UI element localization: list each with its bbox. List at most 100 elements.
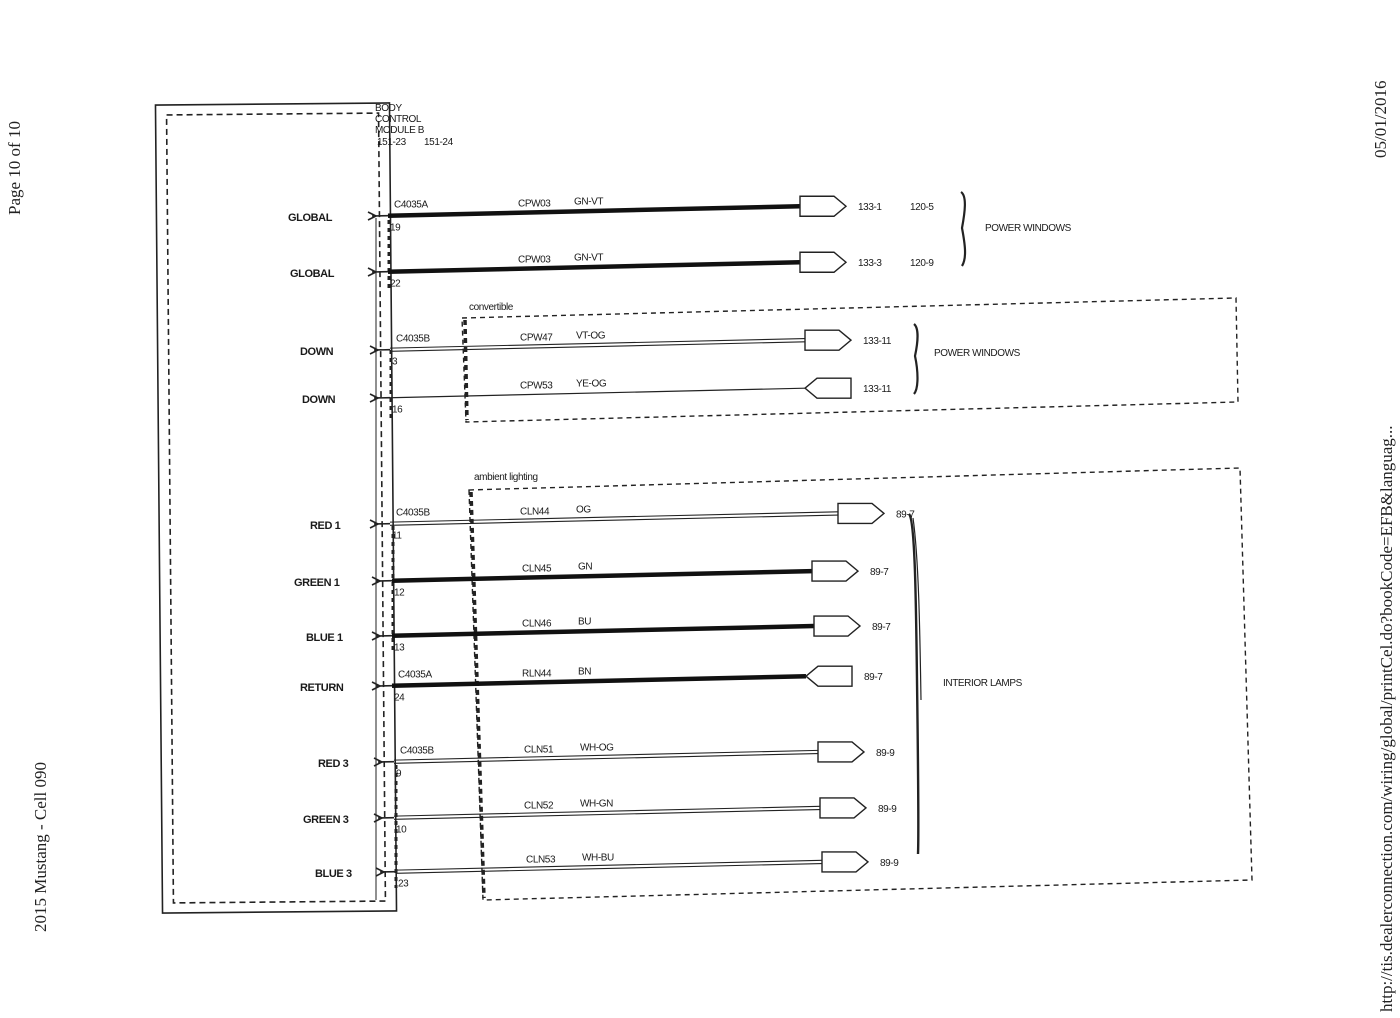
page-number: Page 10 of 10 xyxy=(5,121,24,215)
dest-ref: 89-9 xyxy=(878,804,897,815)
connector-arrow-out xyxy=(799,195,848,217)
document-title: 2015 Mustang - Cell 090 xyxy=(31,762,50,932)
wire-color: VT-OG xyxy=(576,330,606,341)
connector-arrow-out xyxy=(804,329,853,351)
circuit-id: CPW47 xyxy=(520,333,553,344)
pin-label: GREEN 1 xyxy=(294,577,340,589)
connector-arrow-in xyxy=(804,665,853,687)
connector-arrow-out xyxy=(811,560,860,582)
wire-line xyxy=(395,859,823,871)
pin-number: 22 xyxy=(390,279,401,290)
pin-number: 13 xyxy=(394,643,405,654)
pin-number: 10 xyxy=(396,825,407,836)
svg-text:POWER WINDOWS: POWER WINDOWS xyxy=(934,348,1021,359)
svg-text:convertible: convertible xyxy=(469,302,514,313)
interior-lamps-bracket: INTERIOR LAMPS xyxy=(907,513,1023,855)
circuit-id: CLN51 xyxy=(524,745,554,756)
dest-ref: 133-11 xyxy=(863,336,892,347)
pin-label: BLUE 3 xyxy=(315,868,352,880)
power-windows-bracket-1: POWER WINDOWS xyxy=(960,191,1072,267)
pin-label: DOWN xyxy=(300,346,334,358)
wire-line xyxy=(387,259,801,274)
connector-id: C4035B xyxy=(400,746,434,757)
wire-color: GN xyxy=(578,561,592,572)
connector-arrow-in xyxy=(803,377,852,399)
pin-label: RED 1 xyxy=(310,520,341,532)
svg-text:ambient lighting: ambient lighting xyxy=(474,472,538,483)
circuit-id: CLN53 xyxy=(526,855,556,866)
connector-id: C4035A xyxy=(394,200,428,211)
svg-text:BODY: BODY xyxy=(375,103,402,114)
pin-number: 23 xyxy=(398,879,409,890)
print-date: 05/01/2016 xyxy=(1371,81,1390,158)
wire-line xyxy=(389,338,806,349)
connector-arrow-out xyxy=(799,251,848,273)
dest-ref: 89-7 xyxy=(870,567,889,578)
wire-color: BU xyxy=(578,616,591,627)
wire-color: WH-GN xyxy=(580,798,613,809)
circuit-id: CLN46 xyxy=(522,619,552,630)
pin-label: GLOBAL xyxy=(290,268,335,280)
pin-label: GLOBAL xyxy=(288,212,333,224)
connector-id: C4035B xyxy=(396,334,430,345)
circuit-id: CLN45 xyxy=(522,564,552,575)
circuit-id: CPW53 xyxy=(520,381,553,392)
connector-arrow-out xyxy=(817,741,866,763)
svg-text:INTERIOR LAMPS: INTERIOR LAMPS xyxy=(943,678,1023,689)
svg-text:POWER WINDOWS: POWER WINDOWS xyxy=(985,223,1072,234)
wire-5: RED 1 C4035B 11 CLN44 OG 89-7 xyxy=(310,502,916,542)
dest-ref: 89-7 xyxy=(864,672,883,683)
pin-number: 12 xyxy=(394,588,405,599)
pin-number: 9 xyxy=(396,769,402,780)
wire-line xyxy=(389,511,839,523)
pin-number: 3 xyxy=(392,357,398,368)
wire-line xyxy=(393,749,819,761)
wire-line xyxy=(391,568,813,583)
pin-label: RETURN xyxy=(300,682,344,694)
circuit-id: CPW03 xyxy=(518,255,551,266)
wire-color: GN-VT xyxy=(574,196,603,207)
circuit-id: RLN44 xyxy=(522,669,552,680)
wire-6: GREEN 1 12 CLN45 GN 89-7 xyxy=(294,560,890,599)
module-title: BODY CONTROL MODULE B 151-23 151-24 xyxy=(375,103,454,148)
wire-line xyxy=(387,203,801,218)
source-url: http://tis.dealerconnection.com/wiring/g… xyxy=(1377,425,1396,1012)
dest-ref: 89-9 xyxy=(880,858,899,869)
wire-11: BLUE 3 23 CLN53 WH-BU 89-9 xyxy=(315,851,900,890)
wire-color: YE-OG xyxy=(576,378,607,389)
dest-ref: 133-3 xyxy=(858,258,882,269)
pin-number: 24 xyxy=(394,693,405,704)
convertible-group: convertible xyxy=(461,297,1239,423)
connector-spines xyxy=(375,218,398,900)
wire-line xyxy=(393,805,821,817)
wire-line xyxy=(391,673,807,688)
wire-line xyxy=(389,387,806,399)
circuit-id: CLN44 xyxy=(520,507,550,518)
wire-color: WH-BU xyxy=(582,852,614,863)
dest-ref: 89-7 xyxy=(896,509,915,520)
ambient-lighting-group: ambient lighting xyxy=(468,467,1253,901)
dest-ref-2: 120-5 xyxy=(910,202,934,213)
connector-arrow-out xyxy=(813,615,862,637)
connector-arrow-out xyxy=(819,797,868,819)
connector-id: C4035B xyxy=(396,508,430,519)
pin-number: 11 xyxy=(392,531,402,542)
wire-color: BN xyxy=(578,666,591,677)
dest-ref: 133-1 xyxy=(858,202,882,213)
svg-text:MODULE B: MODULE B xyxy=(375,125,425,136)
svg-text:151-23: 151-23 xyxy=(377,137,407,148)
body-control-module-box xyxy=(154,102,398,914)
circuit-id: CPW03 xyxy=(518,199,551,210)
pin-label: RED 3 xyxy=(318,758,349,770)
dest-ref-2: 120-9 xyxy=(910,258,934,269)
svg-text:CONTROL: CONTROL xyxy=(375,114,422,125)
circuit-id: CLN52 xyxy=(524,801,554,812)
wire-color: OG xyxy=(576,504,591,515)
wire-color: WH-OG xyxy=(580,742,614,753)
